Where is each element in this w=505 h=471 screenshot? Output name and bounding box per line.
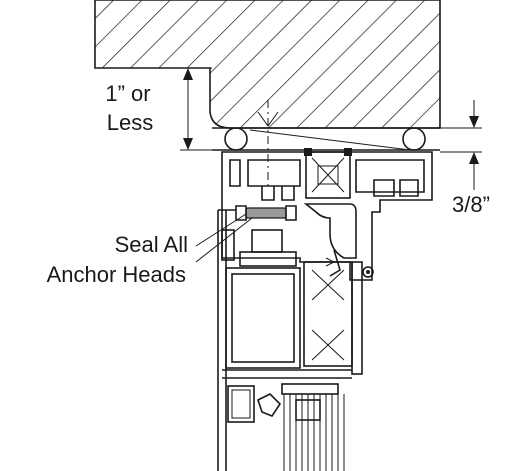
- seal-label-line2: Anchor Heads: [47, 262, 186, 287]
- sealant-joint: [212, 127, 440, 151]
- offset-label: 3/8”: [452, 192, 490, 217]
- seal-leader: [195, 213, 253, 263]
- frame-head-profile: [221, 151, 433, 281]
- anchor-centerline: [257, 100, 279, 190]
- dimension-gap: [180, 67, 222, 151]
- anchor-head-seal: [235, 205, 297, 221]
- receptor-block: [221, 229, 297, 267]
- thermal-break: [304, 148, 352, 199]
- concrete-header: [94, 0, 441, 129]
- dimension-offset: [440, 100, 482, 190]
- seal-label-line1: Seal All: [115, 232, 188, 257]
- sash-profile: [303, 261, 374, 375]
- vertical-frame: [217, 209, 301, 471]
- bottom-rail: [222, 369, 352, 471]
- gap-label-line1: 1” or: [105, 81, 150, 106]
- gap-label-line2: Less: [107, 110, 153, 135]
- glazing-gasket: [303, 203, 357, 277]
